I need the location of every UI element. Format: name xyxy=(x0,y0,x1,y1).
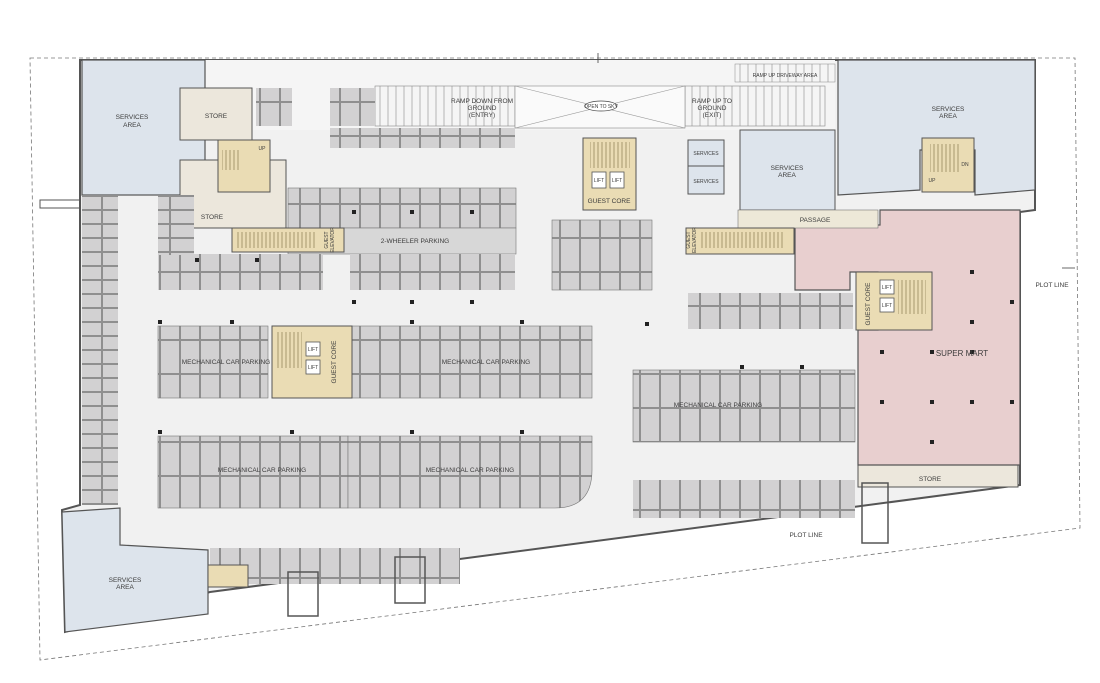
label-store-bottom: STORE xyxy=(919,476,942,483)
label-ramp-up-2: GROUND xyxy=(698,105,727,112)
label-services-area-tl-1: SERVICES xyxy=(116,114,149,121)
plot-boundary xyxy=(29,57,1081,661)
label-ramp-down-3: (ENTRY) xyxy=(469,112,495,119)
label-mech-1: MECHANICAL CAR PARKING xyxy=(182,359,271,366)
label-plot-line-right: PLOT LINE xyxy=(1035,282,1069,289)
label-services-area-tr-2: AREA xyxy=(939,113,957,120)
label-mech-2: MECHANICAL CAR PARKING xyxy=(442,359,531,366)
mech-parking-2 xyxy=(351,325,593,399)
parking-left-perimeter xyxy=(82,195,118,505)
parking-bottom-right xyxy=(633,480,855,518)
label-guest-core-mid: GUEST CORE xyxy=(331,340,338,384)
mech-parking-4 xyxy=(157,435,349,509)
label-lift-2: LIFT xyxy=(612,178,622,184)
label-services-room-2: SERVICES xyxy=(693,179,719,185)
label-ramp-up-1: RAMP UP TO xyxy=(692,98,732,105)
label-passage: PASSAGE xyxy=(800,217,831,224)
label-lift-1: LIFT xyxy=(594,178,604,184)
services-area-top-right xyxy=(837,59,1036,196)
shaft-1 xyxy=(287,571,319,617)
label-open-to-sky: OPEN TO SKY xyxy=(584,104,618,110)
label-ramp-down-1: RAMP DOWN FROM xyxy=(451,98,513,105)
label-lift-6: LIFT xyxy=(882,303,892,309)
label-lift-4: LIFT xyxy=(308,365,318,371)
label-ramp-small: RAMP UP DRIVEWAY AREA xyxy=(753,73,818,79)
label-two-wheeler: 2-WHEELER PARKING xyxy=(381,238,450,245)
label-guest-elevator-1b: ELEVATOR xyxy=(330,227,336,253)
label-lift-5: LIFT xyxy=(882,285,892,291)
label-super-mart: SUPER MART xyxy=(936,349,988,358)
label-guest-elevator-2b: ELEVATOR xyxy=(692,227,698,253)
parking-bottom-perimeter xyxy=(210,548,460,584)
label-services-area-bl-1: SERVICES xyxy=(109,577,142,584)
ramp-down xyxy=(374,85,516,127)
label-store-top: STORE xyxy=(205,113,228,120)
mech-parking-1 xyxy=(157,325,269,399)
shaft-3 xyxy=(861,482,889,544)
services-room-2 xyxy=(687,165,725,195)
parking-row-d xyxy=(688,293,853,329)
shaft-2 xyxy=(394,556,426,604)
label-services-area-tl-2: AREA xyxy=(123,122,141,129)
mech-parking-3 xyxy=(632,369,856,443)
label-services-area-tr-1: SERVICES xyxy=(932,106,965,113)
label-services-room-1: SERVICES xyxy=(693,151,719,157)
label-lift-3: LIFT xyxy=(308,347,318,353)
label-mech-5: MECHANICAL CAR PARKING xyxy=(426,467,515,474)
label-services-area-mid-1: SERVICES xyxy=(771,165,804,172)
ramp-up xyxy=(684,85,826,127)
label-up-1: UP xyxy=(259,146,267,152)
label-dn-1: DN xyxy=(961,162,969,168)
parking-center-block xyxy=(551,219,653,291)
parking-row-c xyxy=(158,195,194,255)
two-wheeler-parking xyxy=(287,187,517,229)
label-services-area-bl-2: AREA xyxy=(116,584,134,591)
services-area-bottom-left xyxy=(61,507,209,633)
label-plot-line-bottom: PLOT LINE xyxy=(789,532,823,539)
passage xyxy=(737,209,879,229)
label-services-area-mid-2: AREA xyxy=(778,172,796,179)
core-bottom-left xyxy=(207,564,249,588)
label-guest-core-right: GUEST CORE xyxy=(865,282,872,326)
parking-row-b xyxy=(350,254,515,290)
label-ramp-down-2: GROUND xyxy=(468,105,497,112)
mech-parking-5 xyxy=(347,435,593,509)
parking-top-strip xyxy=(330,128,515,148)
columns xyxy=(158,210,1014,444)
label-guest-core-top: GUEST CORE xyxy=(588,198,632,205)
label-guest-elevator-1a: GUEST xyxy=(324,231,330,248)
parking-top-left xyxy=(256,88,292,126)
label-up-2: UP xyxy=(929,178,937,184)
label-ramp-up-3: (EXIT) xyxy=(703,112,722,119)
store-top xyxy=(179,87,253,141)
label-mech-4: MECHANICAL CAR PARKING xyxy=(218,467,307,474)
parking-row-a xyxy=(158,254,323,290)
label-guest-elevator-2a: GUEST xyxy=(686,231,692,248)
parking-top-ramp xyxy=(330,88,375,126)
label-mech-3: MECHANICAL CAR PARKING xyxy=(674,402,763,409)
label-store-left: STORE xyxy=(201,214,224,221)
